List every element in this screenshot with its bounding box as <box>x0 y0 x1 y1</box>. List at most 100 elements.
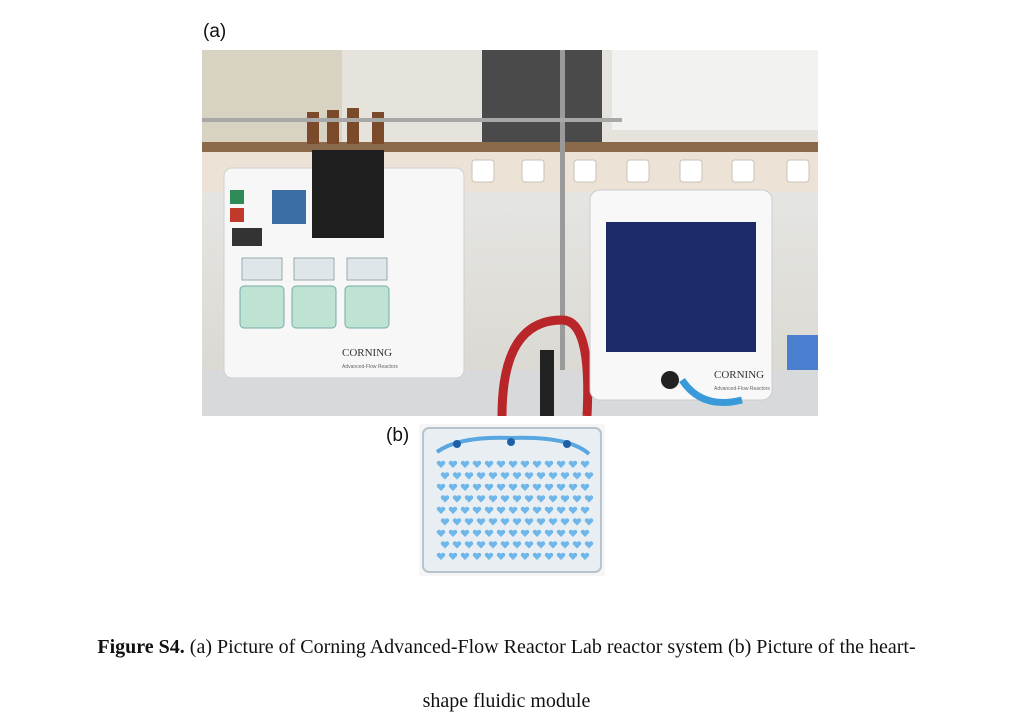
heart-channel <box>484 529 494 537</box>
heart-channel <box>532 506 542 514</box>
heart-channel <box>524 472 534 480</box>
heart-channel <box>448 529 458 537</box>
heart-channel <box>556 483 566 491</box>
heart-channel <box>508 529 518 537</box>
heart-channel <box>496 483 506 491</box>
heart-channel <box>572 541 582 549</box>
heart-channel <box>508 460 518 468</box>
heart-channel <box>436 460 446 468</box>
heart-channel <box>580 506 590 514</box>
heart-channel <box>452 541 462 549</box>
heart-channel <box>448 460 458 468</box>
heart-channel <box>584 518 594 526</box>
panel-b-label: (b) <box>386 425 410 446</box>
heart-channel <box>544 460 554 468</box>
heart-channel <box>572 495 582 503</box>
figure-caption-text-line2: shape fluidic module <box>422 690 591 712</box>
heart-channel <box>536 541 546 549</box>
heart-channel <box>500 541 510 549</box>
heart-channel <box>452 495 462 503</box>
panel-a-label: (a) <box>203 21 227 42</box>
heart-channel <box>448 506 458 514</box>
figure-caption-text-line1: (a) Picture of Corning Advanced-Flow Rea… <box>184 636 916 658</box>
heart-channel <box>544 529 554 537</box>
heart-channel <box>560 518 570 526</box>
heart-channel <box>524 541 534 549</box>
heart-channel <box>536 472 546 480</box>
heart-channel <box>464 541 474 549</box>
heart-channel <box>580 460 590 468</box>
heart-channel <box>484 552 494 560</box>
heart-channel <box>568 460 578 468</box>
heart-channel <box>556 529 566 537</box>
heart-channel <box>520 552 530 560</box>
heart-channel <box>488 472 498 480</box>
heart-channel <box>520 529 530 537</box>
heart-channel <box>560 472 570 480</box>
heart-channel <box>472 460 482 468</box>
heart-channel <box>448 483 458 491</box>
heart-channel <box>532 552 542 560</box>
heart-channel <box>584 495 594 503</box>
heart-channel <box>520 483 530 491</box>
heart-channel <box>556 506 566 514</box>
heart-channel <box>496 506 506 514</box>
heart-channel <box>440 472 450 480</box>
heart-channel <box>544 506 554 514</box>
heart-channel <box>556 460 566 468</box>
heart-channel <box>440 495 450 503</box>
right-unit-brand: CORNING <box>714 369 764 381</box>
figure-caption: Figure S4. (a) Picture of Corning Advanc… <box>0 636 1013 659</box>
heart-channel <box>436 506 446 514</box>
heart-channel <box>508 506 518 514</box>
heart-channel <box>560 541 570 549</box>
reactor-system-photo: CORNING Advanced-Flow Reactors CORNING A… <box>202 50 818 416</box>
heart-channel <box>548 495 558 503</box>
heart-channel <box>496 552 506 560</box>
heart-channel <box>544 552 554 560</box>
heart-channel <box>580 552 590 560</box>
heart-channel <box>460 460 470 468</box>
heart-channel <box>452 518 462 526</box>
heart-channel <box>512 472 522 480</box>
heart-channel <box>584 472 594 480</box>
heart-channel <box>464 518 474 526</box>
heart-channel <box>476 518 486 526</box>
heart-channel <box>472 483 482 491</box>
heart-channel <box>488 495 498 503</box>
heart-channel <box>556 552 566 560</box>
heart-channel <box>512 518 522 526</box>
heart-channel <box>440 518 450 526</box>
heart-channel <box>436 552 446 560</box>
heart-channel <box>536 518 546 526</box>
right-unit-subtitle: Advanced-Flow Reactors <box>714 386 770 392</box>
heart-channel <box>484 460 494 468</box>
heart-channel <box>476 541 486 549</box>
figure-caption-label: Figure S4. <box>97 636 185 658</box>
heart-channel <box>584 541 594 549</box>
heart-channel <box>500 495 510 503</box>
heart-channel <box>460 552 470 560</box>
heart-channel <box>568 483 578 491</box>
heart-channel <box>512 541 522 549</box>
heart-channel <box>460 506 470 514</box>
heart-channel <box>472 552 482 560</box>
heart-channel <box>436 483 446 491</box>
heart-channel <box>520 506 530 514</box>
heart-channel <box>460 483 470 491</box>
heart-channel <box>532 483 542 491</box>
heart-channel <box>452 472 462 480</box>
heart-channel <box>572 518 582 526</box>
heart-channel <box>524 495 534 503</box>
heart-channel <box>568 529 578 537</box>
heart-channel <box>572 472 582 480</box>
heart-channel <box>580 483 590 491</box>
heart-channel <box>548 472 558 480</box>
heart-channel <box>520 460 530 468</box>
heart-channel <box>476 495 486 503</box>
heart-channel <box>508 552 518 560</box>
fluidic-module-photo <box>419 424 605 576</box>
heart-channel <box>476 472 486 480</box>
heart-channel <box>440 541 450 549</box>
heart-channel <box>500 518 510 526</box>
